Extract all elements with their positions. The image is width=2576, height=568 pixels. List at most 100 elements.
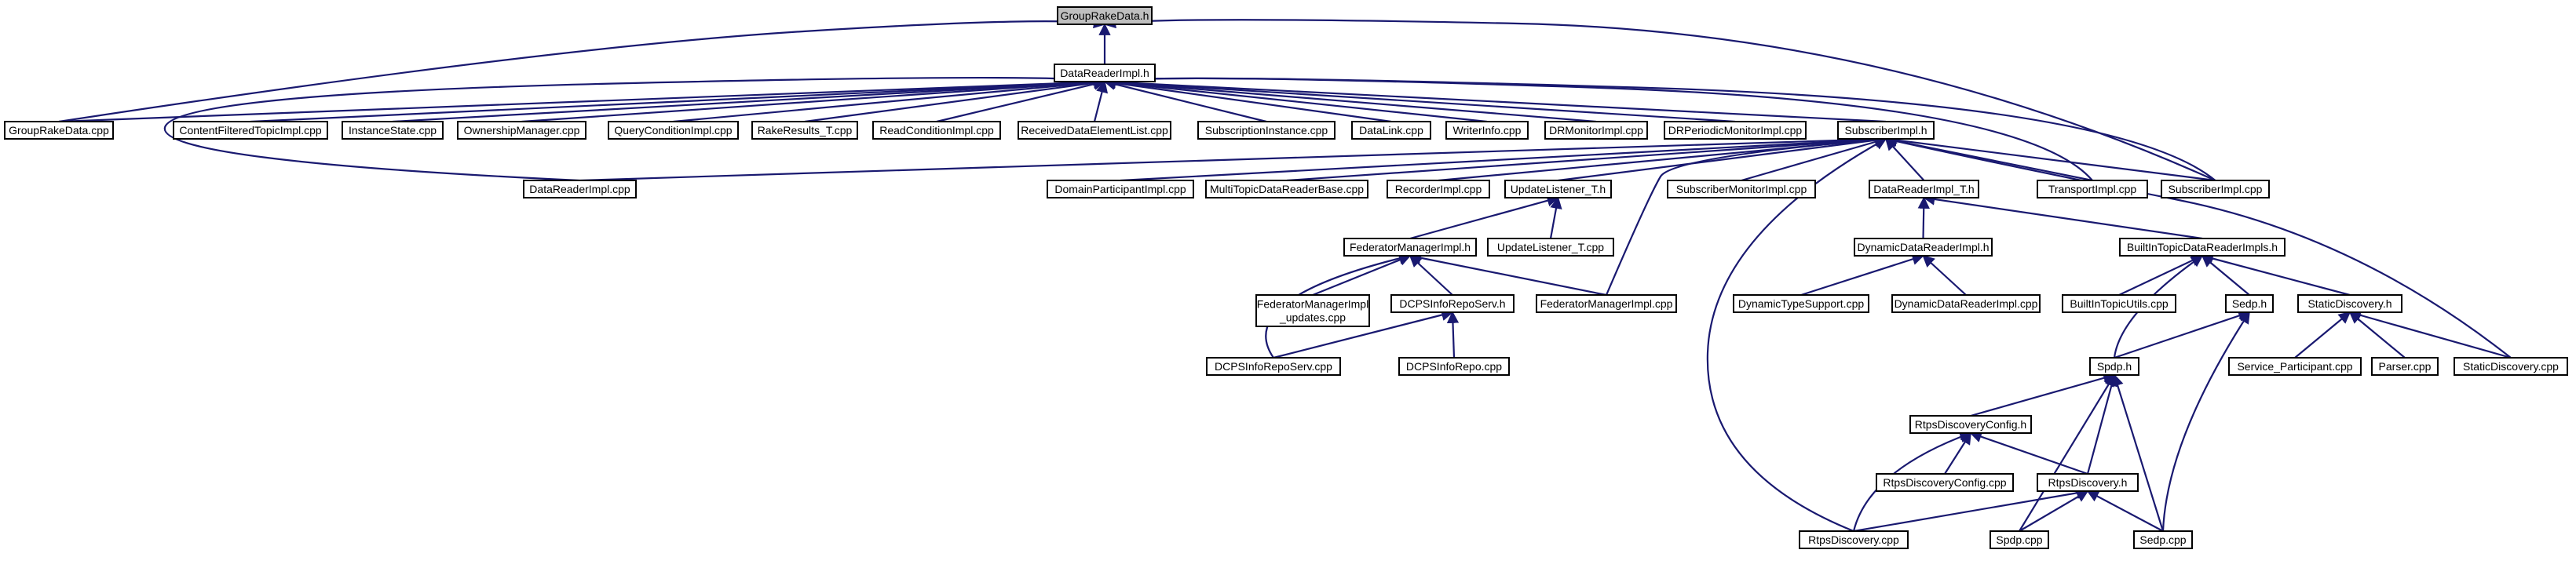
node-box <box>1799 530 1909 549</box>
node-writerinfo_cpp[interactable]: WriterInfo.cpp <box>1445 121 1529 140</box>
node-rtpsdiscoveryconfig_cpp[interactable]: RtpsDiscoveryConfig.cpp <box>1876 473 2014 492</box>
edge-subscriberimpl_cpp-to-grouprakedata_h <box>1103 16 2216 182</box>
node-drmonitorimpl_cpp[interactable]: DRMonitorImpl.cpp <box>1544 121 1648 140</box>
node-datareaderimpl_t_h[interactable]: DataReaderImpl_T.h <box>1869 180 1979 198</box>
node-box <box>2062 294 2176 313</box>
node-label: DCPSInfoRepo.cpp <box>1406 360 1502 373</box>
edge-spdp_cpp-to-spdp_h <box>2019 373 2115 532</box>
node-dcpsinforepo_cpp[interactable]: DCPSInfoRepo.cpp <box>1398 357 1510 376</box>
node-subscriptioninstance_cpp[interactable]: SubscriptionInstance.cpp <box>1197 121 1336 140</box>
edge-sedp_cpp-to-rtpsdiscovery_h <box>2086 490 2164 532</box>
node-box <box>523 180 637 198</box>
node-rakeresults_t_cpp[interactable]: RakeResults_T.cpp <box>751 121 858 140</box>
node-updatelistener_t_h[interactable]: UpdateListener_T.h <box>1504 180 1612 198</box>
node-sedp_cpp[interactable]: Sedp.cpp <box>2133 530 2193 549</box>
node-subscriberimpl_h[interactable]: SubscriberImpl.h <box>1837 121 1935 140</box>
node-recorderimpl_cpp[interactable]: RecorderImpl.cpp <box>1387 180 1490 198</box>
edge-receiveddataelementlist_cpp-to-datareaderimpl_h <box>1093 80 1109 122</box>
node-subscriberimpl_cpp[interactable]: SubscriberImpl.cpp <box>2161 180 2270 198</box>
node-queryconditionimpl_cpp[interactable]: QueryConditionImpl.cpp <box>608 121 739 140</box>
node-box <box>872 121 1001 140</box>
node-box <box>751 121 858 140</box>
node-rtpsdiscoveryconfig_h[interactable]: RtpsDiscoveryConfig.h <box>1909 415 2032 434</box>
node-builtintopicdatareaderimpls_h[interactable]: BuiltInTopicDataReaderImpls.h <box>2119 238 2286 257</box>
edge-grouprakedata_cpp-to-datareaderimpl_h <box>58 75 1106 123</box>
node-instancestate_cpp[interactable]: InstanceState.cpp <box>342 121 444 140</box>
node-multitopicdatareaderbase_cpp[interactable]: MultiTopicDataReaderBase.cpp <box>1205 180 1368 198</box>
node-label: DCPSInfoRepoServ.cpp <box>1215 360 1332 373</box>
node-federatormanagerimpl_cpp[interactable]: FederatorManagerImpl.cpp <box>1536 294 1677 313</box>
edge-sedp_cpp-to-sedp_h <box>2161 311 2250 532</box>
node-federatormanagerimpl_updates_cpp[interactable]: FederatorManagerImpl_updates.cpp <box>1255 294 1370 327</box>
node-box <box>342 121 444 140</box>
node-box <box>1869 180 1979 198</box>
node-label: StaticDiscovery.h <box>2307 297 2391 310</box>
node-rtpsdiscovery_cpp[interactable]: RtpsDiscovery.cpp <box>1799 530 1909 549</box>
node-spdp_h[interactable]: Spdp.h <box>2089 357 2139 376</box>
node-drperiodicmonitorimpl_cpp[interactable]: DRPeriodicMonitorImpl.cpp <box>1664 121 1807 140</box>
edge-parser_cpp-to-staticdiscovery_h <box>2348 311 2406 359</box>
node-transportimpl_cpp[interactable]: TransportImpl.cpp <box>2037 180 2148 198</box>
node-builtintopicutils_cpp[interactable]: BuiltInTopicUtils.cpp <box>2062 294 2176 313</box>
node-label: Parser.cpp <box>2379 360 2432 373</box>
node-subscribermonitorimpl_cpp[interactable]: SubscriberMonitorImpl.cpp <box>1667 180 1816 198</box>
node-label: GroupRakeData.h <box>1061 9 1149 22</box>
node-grouprakedata_cpp[interactable]: GroupRakeData.cpp <box>4 121 114 140</box>
node-dynamictypesupport_cpp[interactable]: DynamicTypeSupport.cpp <box>1733 294 1869 313</box>
edge-dynamicdatareaderimpl_cpp-to-dynamicdatareaderimpl_h <box>1922 254 1967 296</box>
node-label: DomainParticipantImpl.cpp <box>1054 183 1186 195</box>
node-contentfilteredtopicimpl_cpp[interactable]: ContentFilteredTopicImpl.cpp <box>173 121 328 140</box>
node-label: FederatorManagerImpl <box>1257 298 1368 311</box>
node-datareaderimpl_h[interactable]: DataReaderImpl.h <box>1054 64 1156 82</box>
node-box <box>2225 294 2274 313</box>
node-dynamicdatareaderimpl_cpp[interactable]: DynamicDataReaderImpl.cpp <box>1891 294 2041 313</box>
node-dynamicdatareaderimpl_h[interactable]: DynamicDataReaderImpl.h <box>1854 238 1993 257</box>
node-dcpsinforeposerv_cpp[interactable]: DCPSInfoRepoServ.cpp <box>1206 357 1341 376</box>
node-spdp_cpp[interactable]: Spdp.cpp <box>1990 530 2049 549</box>
node-box <box>1667 180 1816 198</box>
node-dcpsinforeposerv_h[interactable]: DCPSInfoRepoServ.h <box>1390 294 1515 313</box>
node-label: Spdp.cpp <box>1996 533 2042 546</box>
node-federatormanagerimpl_h[interactable]: FederatorManagerImpl.h <box>1343 238 1477 257</box>
node-box <box>2119 238 2286 257</box>
node-label: UpdateListener_T.h <box>1511 183 1606 195</box>
node-staticdiscovery_h[interactable]: StaticDiscovery.h <box>2297 294 2402 313</box>
node-label: StaticDiscovery.cpp <box>2463 360 2559 373</box>
node-box <box>1206 357 1341 376</box>
node-label: DataReaderImpl.h <box>1060 67 1149 79</box>
node-box <box>1837 121 1935 140</box>
node-service_participant_cpp[interactable]: Service_Participant.cpp <box>2228 357 2362 376</box>
node-label: RakeResults_T.cpp <box>758 124 853 137</box>
node-label: BuiltInTopicUtils.cpp <box>2070 297 2168 310</box>
node-box <box>608 121 739 140</box>
node-updatelistener_t_cpp[interactable]: UpdateListener_T.cpp <box>1487 238 1614 257</box>
node-datalink_cpp[interactable]: DataLink.cpp <box>1351 121 1431 140</box>
node-readconditionimpl_cpp[interactable]: ReadConditionImpl.cpp <box>872 121 1001 140</box>
node-rtpsdiscovery_h[interactable]: RtpsDiscovery.h <box>2037 473 2139 492</box>
node-box <box>1018 121 1171 140</box>
node-label: DRMonitorImpl.cpp <box>1549 124 1643 137</box>
edge-updatelistener_t_cpp-to-updatelistener_t_h <box>1549 196 1562 239</box>
node-box <box>173 121 328 140</box>
node-label: SubscriberImpl.cpp <box>2169 183 2263 195</box>
node-label: DynamicDataReaderImpl.cpp <box>1895 297 2038 310</box>
edge-multitopicdatareaderbase_cpp-to-subscriberimpl_h <box>1286 133 1887 182</box>
node-box <box>1504 180 1612 198</box>
edge-dcpsinforeposerv_h-to-federatormanagerimpl_h <box>1409 254 1453 296</box>
node-datareaderimpl_cpp[interactable]: DataReaderImpl.cpp <box>523 180 637 198</box>
node-staticdiscovery_cpp[interactable]: StaticDiscovery.cpp <box>2454 357 2568 376</box>
node-label: DCPSInfoRepoServ.h <box>1399 297 1505 310</box>
node-parser_cpp[interactable]: Parser.cpp <box>2371 357 2439 376</box>
node-domainparticipantimpl_cpp[interactable]: DomainParticipantImpl.cpp <box>1047 180 1194 198</box>
node-box <box>1487 238 1614 257</box>
node-sedp_h[interactable]: Sedp.h <box>2225 294 2274 313</box>
node-ownershipmanager_cpp[interactable]: OwnershipManager.cpp <box>457 121 586 140</box>
node-label: ReadConditionImpl.cpp <box>879 124 994 137</box>
node-box <box>2037 180 2148 198</box>
node-box <box>2037 473 2139 492</box>
node-label: DataReaderImpl.cpp <box>529 183 630 195</box>
node-label: GroupRakeData.cpp <box>9 124 109 137</box>
node-box <box>2297 294 2402 313</box>
node-receiveddataelementlist_cpp[interactable]: ReceivedDataElementList.cpp <box>1018 121 1171 140</box>
node-box <box>457 121 586 140</box>
